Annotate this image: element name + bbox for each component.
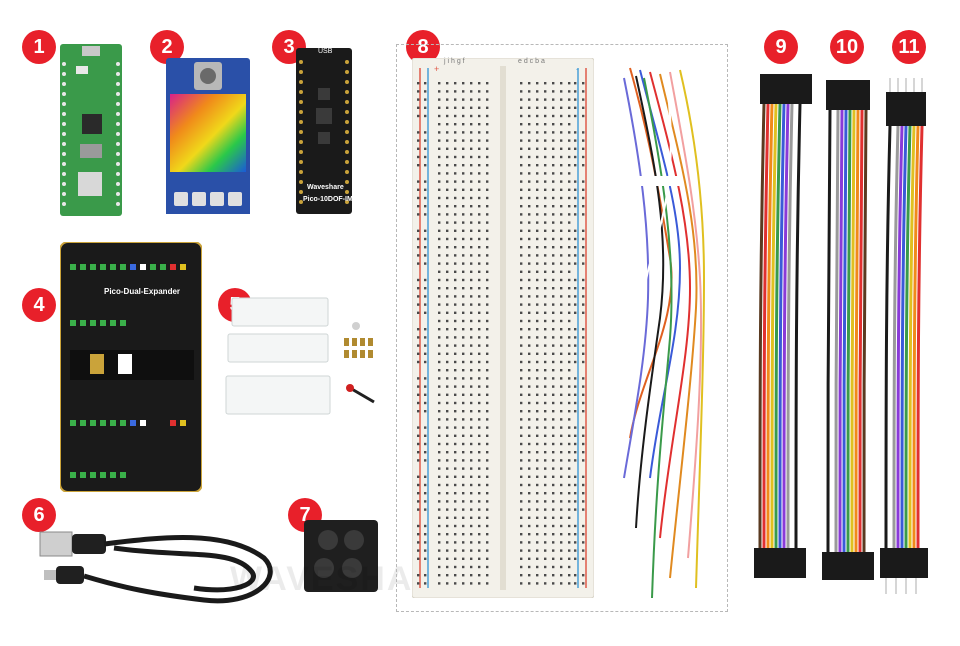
badge-10: 10 <box>830 30 864 64</box>
imu-model-label: Pico-10DOF-IMU <box>303 196 358 203</box>
breadboard-hole-grid <box>417 82 585 585</box>
breadboard-frame <box>396 44 728 612</box>
breadboard-cols-left: j i h g f <box>444 58 465 65</box>
badge-4: 4 <box>22 288 56 322</box>
breadboard-plus: + <box>434 64 440 74</box>
badge-1: 1 <box>22 30 56 64</box>
usb-cable-image <box>34 518 280 619</box>
dual-expander-image <box>59 241 203 497</box>
breadboard-minus: - <box>576 64 579 74</box>
imu-usb-label: USB <box>318 48 333 55</box>
pico-board-image <box>60 44 122 221</box>
breadboard-image <box>411 57 595 603</box>
breadboard-holes <box>412 58 594 598</box>
acrylic-plates-image <box>224 296 394 425</box>
dual-expander-title: Pico-Dual-Expander <box>104 287 181 296</box>
dupont-cable-9-image <box>752 74 818 587</box>
dupont-cable-10-image <box>818 80 878 585</box>
badge-9: 9 <box>764 30 798 64</box>
imu-board-image <box>296 48 352 219</box>
breadboard-cols-right: e d c b a <box>518 58 545 65</box>
lcd-module-image <box>166 58 250 219</box>
badge-2: 2 <box>150 30 184 64</box>
jumper-wires-bundle-image <box>600 58 722 609</box>
imu-brand-label: Waveshare <box>307 184 344 191</box>
rubber-feet-image <box>304 520 378 597</box>
badge-11: 11 <box>892 30 926 64</box>
dupont-cable-11-image <box>876 78 936 603</box>
badge-6: 6 <box>22 498 56 532</box>
